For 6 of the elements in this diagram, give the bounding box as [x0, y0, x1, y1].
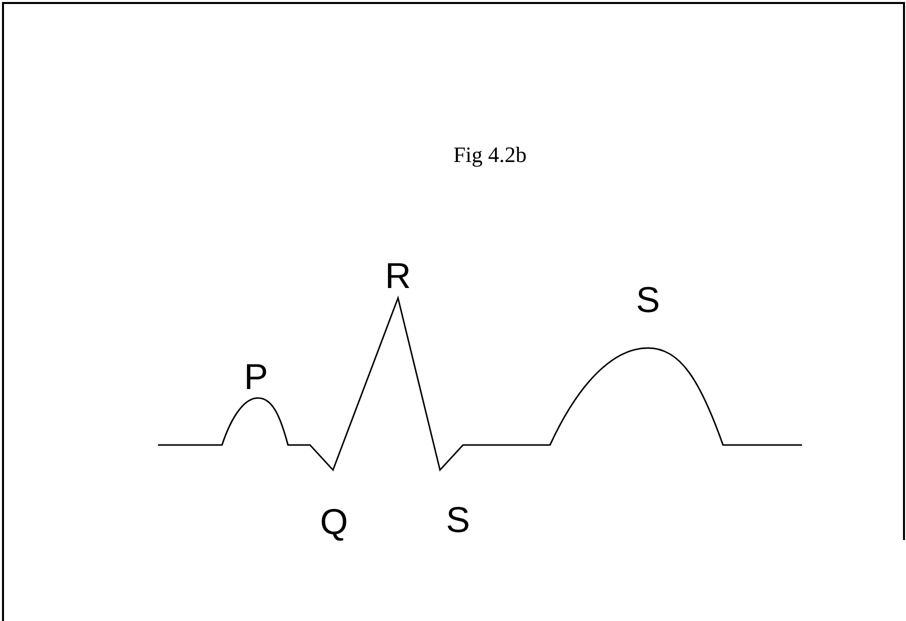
- wave-label: R: [385, 258, 411, 294]
- wave-label: Q: [320, 504, 348, 540]
- wave-label: P: [244, 359, 268, 395]
- figure-title: Fig 4.2b: [453, 144, 527, 166]
- wave-label: S: [636, 282, 660, 318]
- wave-label: S: [446, 502, 470, 538]
